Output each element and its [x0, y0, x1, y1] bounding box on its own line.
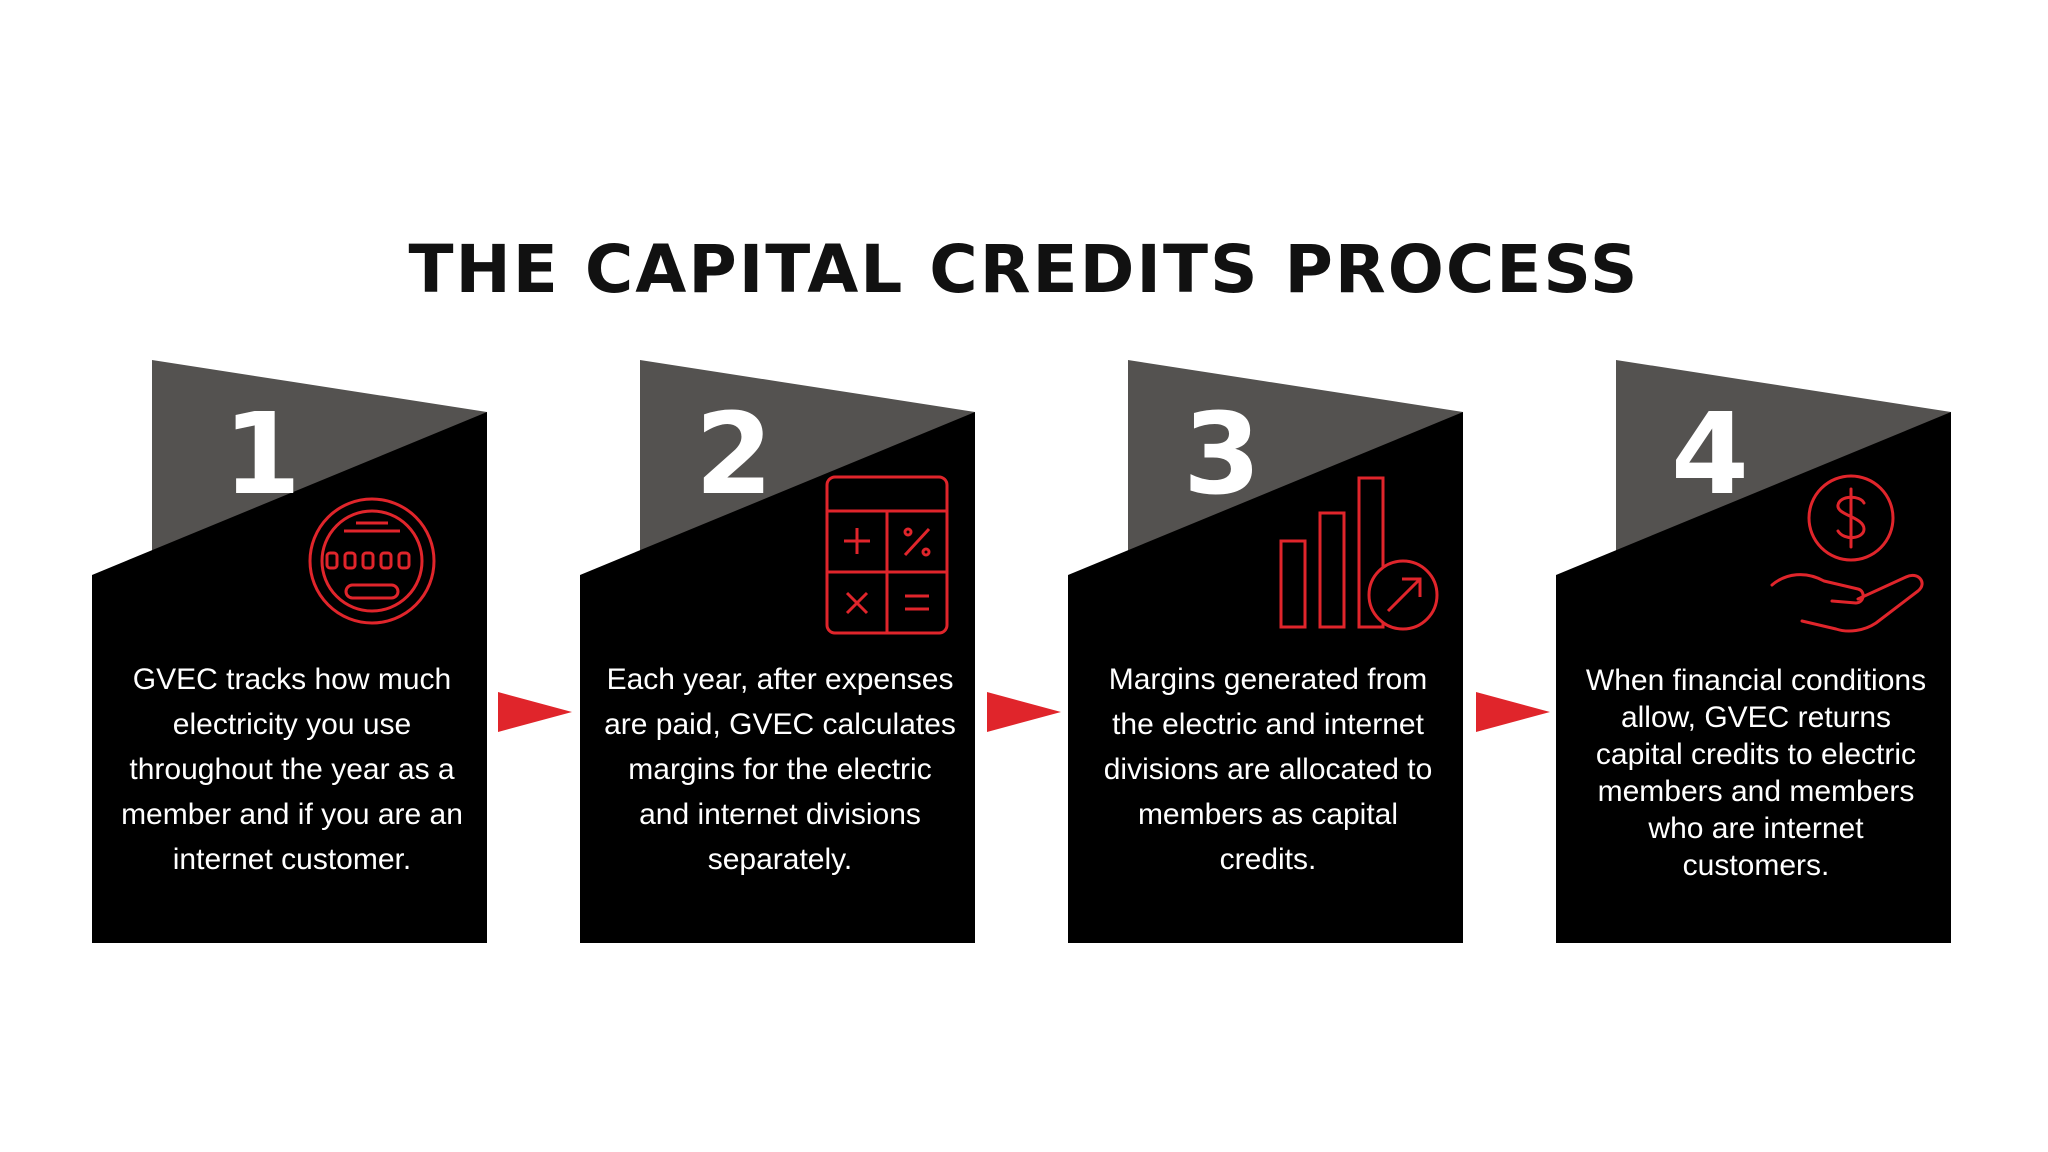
step-description: Each year, after expenses are paid, GVEC…	[604, 663, 956, 876]
step-number: 4	[1671, 390, 1749, 520]
step-card-4: 4 When financial conditions allow, GVEC …	[1556, 355, 1956, 945]
hand-dollar-icon	[1770, 474, 1924, 633]
step-description: When financial conditions allow, GVEC re…	[1585, 664, 1927, 882]
step-number: 1	[223, 390, 301, 520]
arrow-right-icon	[1476, 692, 1550, 732]
calculator-icon	[825, 475, 949, 635]
growth-chart-icon	[1279, 476, 1439, 631]
electric-meter-icon	[308, 497, 436, 625]
step-description: GVEC tracks how much electricity you use…	[121, 663, 463, 876]
page-title: THE CAPITAL CREDITS PROCESS	[408, 231, 1640, 308]
arrow-right-icon	[987, 692, 1061, 732]
step-card-1: 1 GVEC tracks how much electricity you u…	[92, 355, 492, 945]
step-card-shape	[1068, 360, 1463, 943]
step-card-2: 2 Each year, after expenses are paid, GV…	[580, 355, 980, 945]
step-number: 3	[1183, 390, 1261, 520]
arrow-right-icon	[498, 692, 572, 732]
step-card-shape	[580, 360, 975, 943]
step-card-3: 3 Margins generated from the electric an…	[1068, 355, 1468, 945]
step-card-shape	[92, 360, 487, 943]
step-number: 2	[695, 390, 773, 520]
step-description: Margins generated from the electric and …	[1103, 663, 1433, 876]
